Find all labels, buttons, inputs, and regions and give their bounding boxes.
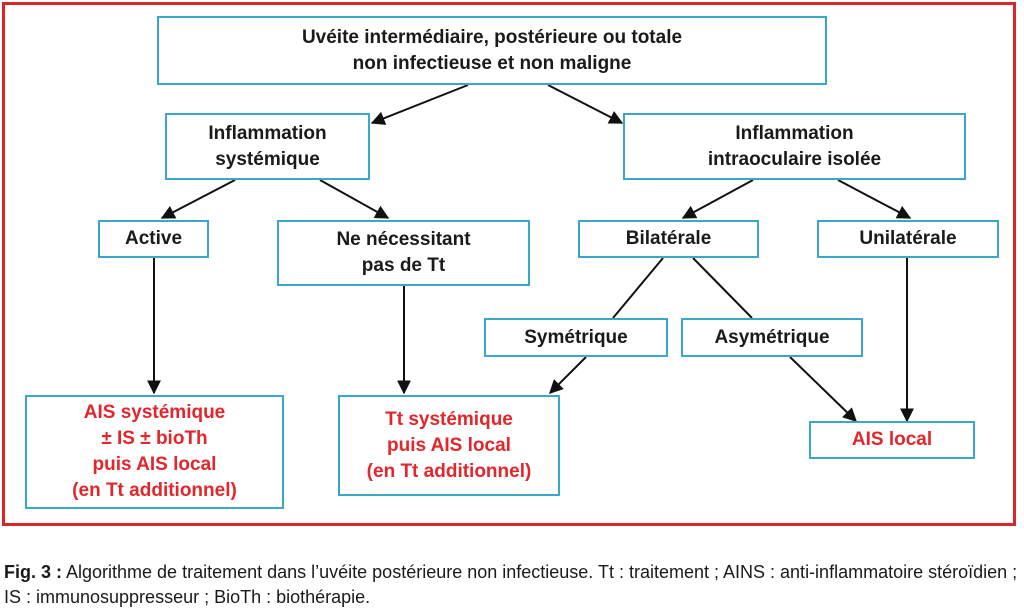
node-unilateral: Unilatérale [817, 220, 999, 258]
node-systemic-inflammation: Inflammation systémique [165, 113, 370, 180]
arrow-systemic-to-active [160, 179, 236, 219]
node-result-systemic-ais: AIS systémique ± IS ± bioTh puis AIS loc… [25, 395, 284, 509]
arrow-systemic-to-no-treatment [319, 179, 390, 219]
line-bilateral-to-asymmetric [692, 257, 753, 319]
arrow-asymmetric-to-local-ais [789, 356, 858, 422]
node-result-local-ais: AIS local [809, 421, 975, 459]
node-root-uveitis: Uvéite intermédiaire, postérieure ou tot… [157, 16, 827, 85]
arrow-root-to-intraocular [547, 84, 624, 124]
arrow-symmetric-to-result [549, 356, 587, 394]
node-asymmetric: Asymétrique [681, 318, 863, 357]
arrow-intraocular-to-unilateral [837, 179, 912, 219]
node-no-treatment-needed: Ne nécessitant pas de Tt [277, 220, 530, 286]
caption-label: Fig. 3 : [4, 562, 62, 582]
node-result-systemic-treatment: Tt systémique puis AIS local (en Tt addi… [338, 395, 560, 496]
caption-text: Algorithme de traitement dans l’uvéite p… [4, 562, 1018, 607]
node-symmetric: Symétrique [484, 318, 668, 357]
arrow-root-to-systemic [370, 84, 469, 125]
node-active: Active [98, 220, 209, 258]
figure-caption: Fig. 3 : Algorithme de traitement dans l… [4, 560, 1020, 610]
node-intraocular-inflammation: Inflammation intraoculaire isolée [623, 113, 966, 180]
node-bilateral: Bilatérale [578, 220, 759, 258]
arrow-intraocular-to-bilateral [681, 179, 754, 219]
line-bilateral-to-symmetric [612, 257, 664, 319]
